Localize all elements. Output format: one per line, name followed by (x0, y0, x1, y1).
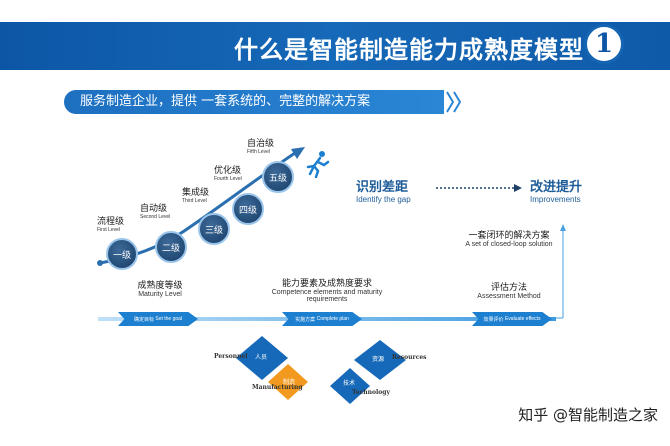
subtitle-banner: 服务制造企业，提供 一套系统的、完整的解决方案 (64, 90, 444, 114)
page-title: 什么是智能制造能力成熟度模型 (234, 36, 584, 64)
dotted-arrow (436, 184, 522, 192)
level-3-badge: 三级 (198, 213, 230, 245)
level-3-label: 集成级 Third Level (182, 187, 210, 204)
assessment-method: 评估方法 Assessment Method (477, 283, 541, 300)
level-5-label: 自治级 Fifth Level (247, 138, 275, 155)
chevron-right-icon (453, 91, 461, 113)
elements-diamonds (236, 336, 406, 404)
slide-number-badge: 1 (584, 24, 624, 64)
resources-label: 资源 (372, 356, 385, 363)
chevron-right-icon (446, 91, 454, 113)
personnel-label: 人员 (255, 354, 268, 361)
level-1-badge: 一级 (106, 238, 138, 270)
resources-en: Resources (392, 354, 427, 361)
identify-gap: 识别差距 Identify the gap (356, 180, 411, 204)
level-4-label: 优化级 Fourth Level (214, 165, 242, 182)
flow-step-1: 确定目标 Set the goal (118, 312, 198, 326)
level-4-badge: 四级 (232, 193, 264, 225)
runner-icon (306, 151, 330, 178)
maturity-level: 成熟度等级 Maturity Level (137, 281, 183, 298)
loop-arrow (553, 224, 566, 319)
competence-elements: 能力要素及成熟度要求 Competence elements and matur… (271, 279, 383, 303)
watermark: 知乎 @智能制造之家 (518, 406, 658, 424)
manufacturing-label: 制造 (283, 379, 296, 386)
level-5-badge: 五级 (262, 161, 294, 193)
level-2-label: 自动级 Second Level (140, 203, 171, 220)
header: 什么是智能制造能力成熟度模型 1 (0, 0, 670, 74)
level-1-label: 流程级 First Level (97, 216, 125, 233)
personnel-en: Personnel (214, 353, 248, 360)
closed-loop-solution: 一套闭环的解决方案 A set of closed-loop solution (465, 231, 553, 248)
header-band (0, 22, 670, 70)
flow-step-3: 效果评价 Evaluate effects (472, 312, 552, 326)
flow-step-2: 实施方案 Complete plan (282, 312, 362, 326)
improvements: 改进提升 Improvements (530, 180, 583, 204)
technology-en: Technology (352, 389, 390, 396)
level-2-badge: 二级 (155, 231, 187, 263)
technology-label: 技术 (343, 380, 356, 387)
manufacturing-en: Manufacturing (252, 384, 303, 391)
